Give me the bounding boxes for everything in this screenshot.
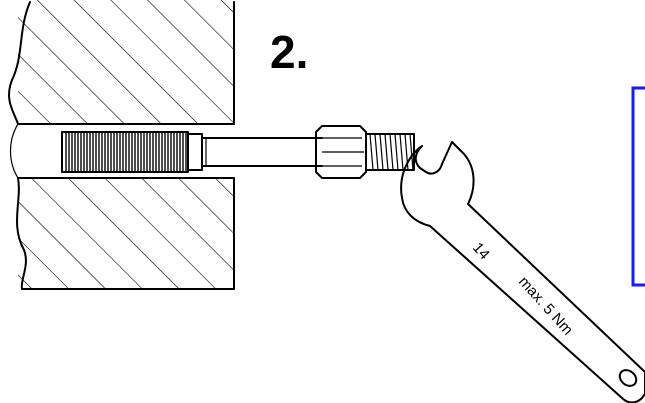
step-label: 2.: [270, 26, 308, 78]
knurl-lines: [65, 133, 187, 171]
valve-stem: [61, 125, 415, 179]
wrench-size-label: 14: [469, 239, 493, 263]
wrench: 14 max. 5 Nm: [400, 141, 645, 403]
blue-frame: [631, 86, 645, 287]
thread-lines: [369, 133, 414, 171]
